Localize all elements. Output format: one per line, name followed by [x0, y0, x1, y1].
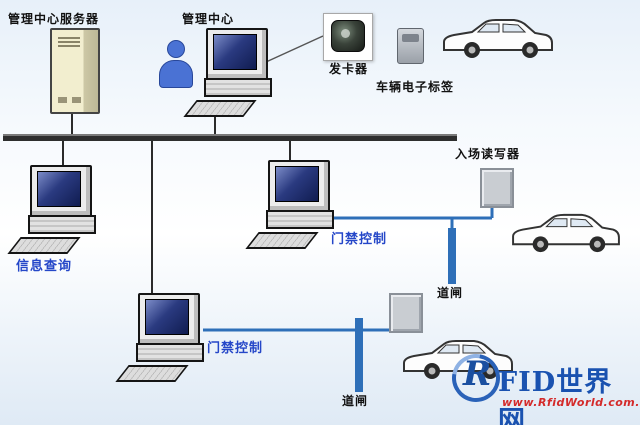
keyboard — [7, 237, 81, 254]
keyboard — [183, 100, 257, 117]
vehicle-tag-label: 车辆电子标签 — [376, 80, 455, 94]
keyboard — [115, 365, 189, 382]
cpu-unit — [204, 78, 272, 97]
entrance-reader-icon — [480, 168, 514, 208]
card-issuer-icon — [323, 13, 373, 61]
operator-person-icon — [158, 40, 194, 88]
bus-line-highlight — [3, 134, 457, 136]
access-control-2-computer-icon — [115, 293, 206, 387]
screen — [213, 34, 257, 70]
screen — [275, 166, 319, 202]
monitor — [30, 165, 92, 217]
monitor — [268, 160, 330, 212]
barrier-gate-2-label: 道闸 — [342, 394, 369, 408]
monitor — [206, 28, 268, 80]
server-label: 管理中心服务器 — [8, 12, 100, 26]
rfidworld-logo: R FID世界网 www.RfidWorld.com.cn — [442, 344, 640, 425]
cpu-unit — [266, 210, 334, 229]
car-bottom-icon — [398, 333, 518, 383]
car-top-icon — [438, 12, 558, 62]
card-issuer-label: 发卡器 — [329, 62, 369, 76]
entrance-reader-label: 入场读写器 — [455, 147, 521, 161]
barrier-gate-1-bar — [448, 228, 456, 284]
logo-url: www.RfidWorld.com.cn — [502, 396, 640, 409]
screen — [37, 171, 81, 207]
car-middle-icon — [507, 207, 625, 256]
rfidworld-logo-mark-icon: R — [442, 344, 510, 412]
access-control-1-computer-icon — [245, 160, 336, 254]
logo-text: FID世界网 — [498, 367, 613, 425]
monitor — [138, 293, 200, 345]
barrier-gate-1-label: 道闸 — [437, 286, 464, 300]
card-issuer-cable — [265, 35, 324, 63]
access-control-1-label: 门禁控制 — [331, 232, 388, 247]
access-control-1-cable — [328, 206, 494, 229]
bus-risers — [62, 110, 291, 297]
keyboard — [245, 232, 319, 249]
card-issuer-device — [331, 20, 365, 52]
logo-r-letter: R — [463, 354, 492, 394]
management-center-label: 管理中心 — [182, 12, 235, 26]
info-query-computer-icon — [7, 165, 98, 259]
info-query-label: 信息查询 — [16, 259, 73, 274]
bus-line — [3, 134, 457, 141]
person-head — [167, 40, 185, 58]
server-tower-icon — [50, 28, 100, 114]
cpu-unit — [136, 343, 204, 362]
cpu-unit — [28, 215, 96, 234]
access-control-2-cable — [203, 328, 406, 332]
exit-reader-icon — [389, 293, 423, 333]
management-center-computer-icon — [183, 28, 274, 122]
screen — [145, 299, 189, 335]
vehicle-tag-icon — [397, 28, 424, 64]
person-body — [159, 60, 193, 88]
barrier-gate-2-bar — [355, 318, 363, 392]
access-control-2-label: 门禁控制 — [207, 341, 264, 356]
